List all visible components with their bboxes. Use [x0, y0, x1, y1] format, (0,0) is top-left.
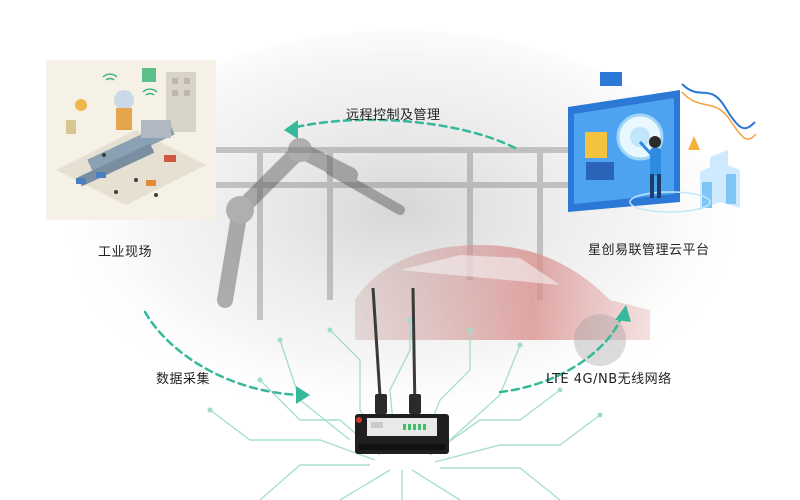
label-data-collection: 数据采集 [156, 372, 211, 387]
car-wheel [574, 314, 626, 366]
label-cloud-platform: 星创易联管理云平台 [588, 243, 710, 258]
arrowhead-wireless-network [615, 305, 631, 322]
robot-arm [217, 138, 405, 308]
label-industrial-site: 工业现场 [98, 245, 153, 260]
factory-structure [200, 147, 600, 320]
arrowhead-data-collection [296, 386, 310, 404]
circuit-nodes [207, 317, 603, 418]
label-wireless-network: LTE 4G/NB无线网络 [546, 372, 672, 387]
industrial-site-illustration [46, 60, 216, 220]
4g-router-device [355, 287, 449, 454]
antenna-left [371, 287, 383, 413]
router-front-panel [367, 418, 437, 436]
arrow-data-collection [143, 310, 302, 397]
arrowhead-remote-control [284, 120, 298, 139]
arrow-wireless-network [498, 313, 624, 394]
cloud-platform-illustration [560, 62, 760, 222]
router-led [356, 417, 362, 423]
label-remote-control: 远程控制及管理 [346, 108, 441, 123]
arrow-remote-control [290, 118, 517, 150]
antenna-right [411, 287, 417, 413]
